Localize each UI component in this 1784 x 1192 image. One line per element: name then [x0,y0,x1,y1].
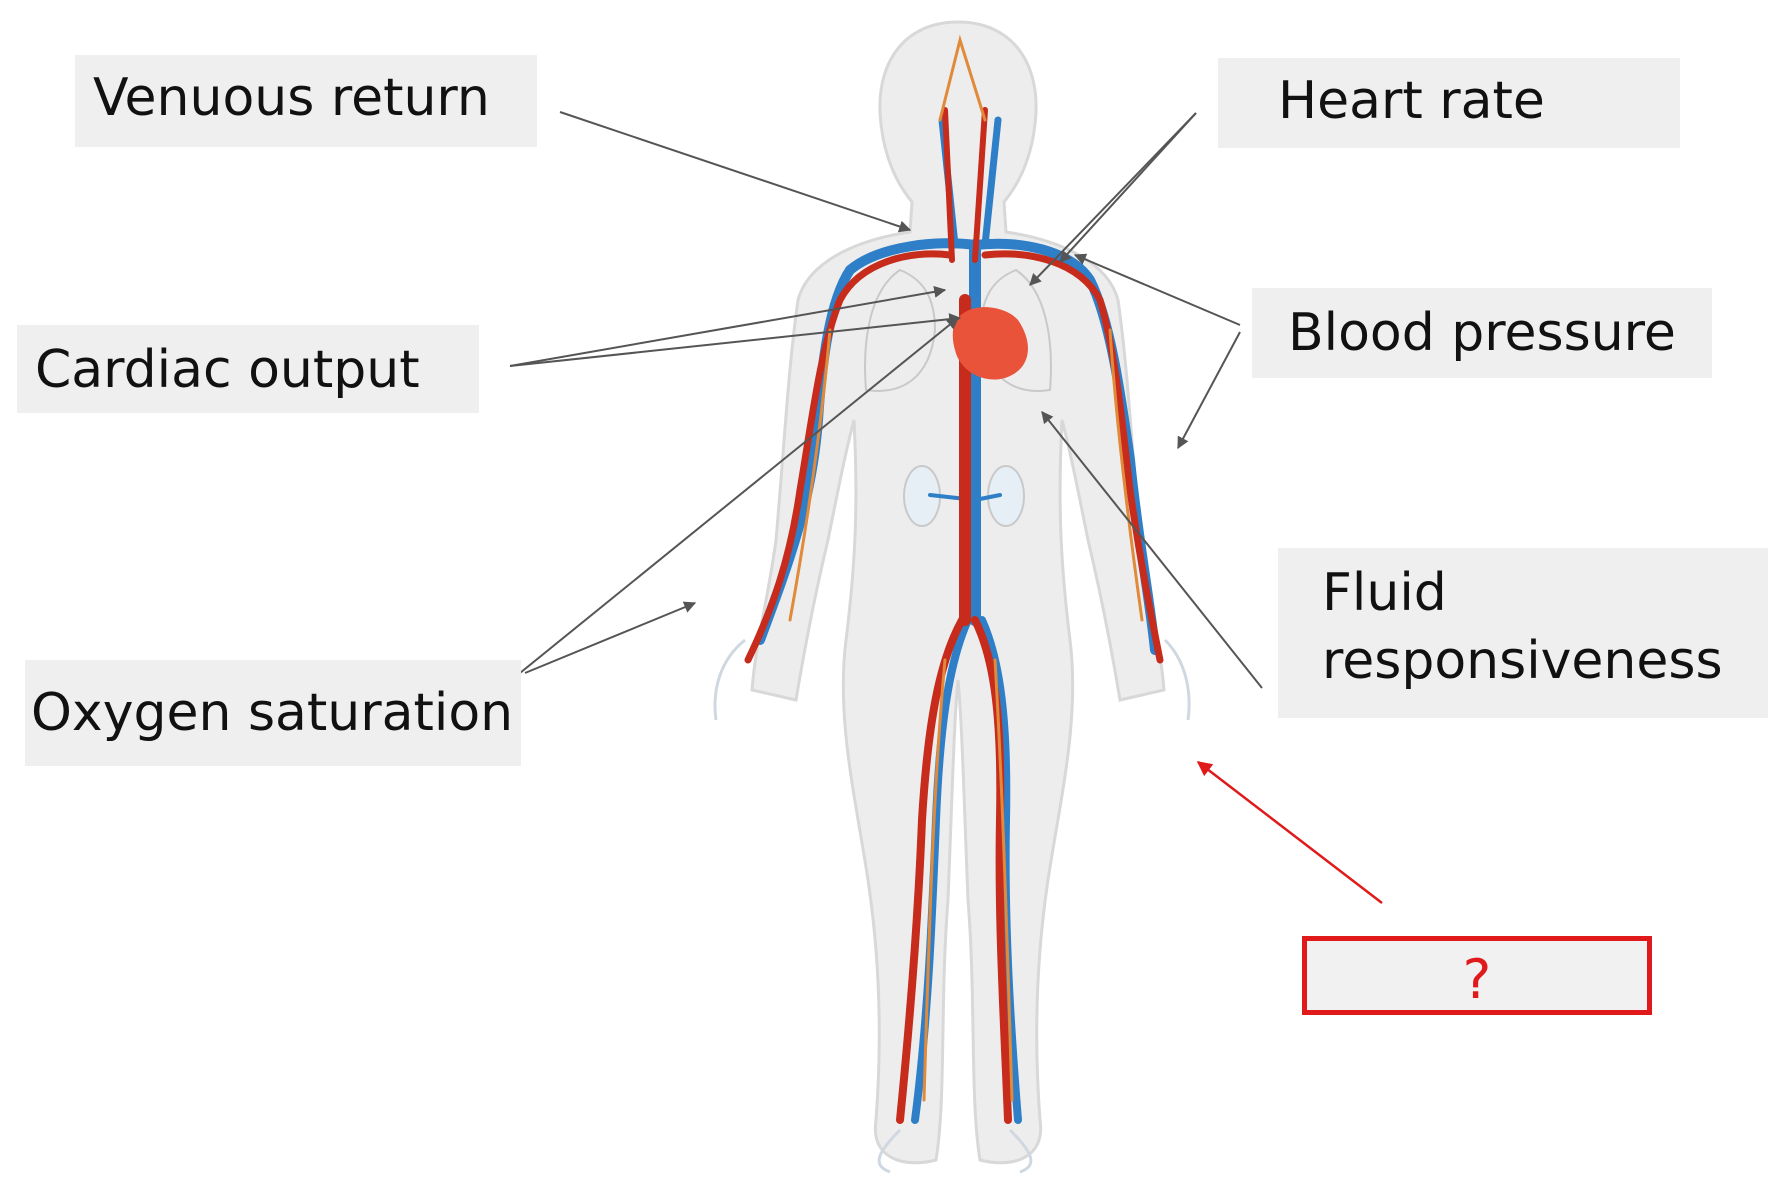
arrow-venous-return [559,111,912,233]
arrow-oxygen-saturation-1 [519,317,959,674]
label-oxygen-saturation-text: Oxygen saturation [31,683,514,743]
label-fluid-line2: responsiveness [1322,630,1723,691]
label-venous-return-text: Venuous return [93,68,490,128]
arrow-blood-pressure-2 [1177,331,1241,450]
kidneys [903,465,1025,527]
arrow-unknown [1196,761,1383,904]
fine-vessels [788,34,1144,1102]
extremities [713,638,1191,1174]
label-unknown-text: ? [1462,948,1492,1011]
body-silhouette [750,20,1166,1165]
label-fluid-line1: Fluid [1322,563,1447,623]
arrow-blood-pressure-1 [1073,253,1241,326]
label-blood-pressure: Blood pressure [1252,288,1712,378]
arrow-oxygen-saturation-2 [524,601,697,674]
arrow-cardiac-output-1 [509,285,947,367]
label-blood-pressure-text: Blood pressure [1288,303,1676,363]
label-unknown-question: ? [1302,936,1652,1015]
label-venous-return: Venuous return [75,55,537,147]
lungs [864,268,1052,392]
label-fluid-responsiveness: Fluid responsiveness [1278,548,1768,718]
arrow-fluid-responsiveness [1041,411,1263,689]
label-heart-rate-text: Heart rate [1278,71,1545,131]
arrow-heart-rate-2 [1029,112,1197,286]
arrow-cardiac-output-2 [509,313,962,367]
label-oxygen-saturation: Oxygen saturation [25,660,521,766]
annotation-arrows [509,111,1263,689]
label-cardiac-output-text: Cardiac output [35,340,420,400]
label-cardiac-output: Cardiac output [17,325,479,413]
label-heart-rate: Heart rate [1218,58,1680,148]
heart-icon [952,307,1028,380]
